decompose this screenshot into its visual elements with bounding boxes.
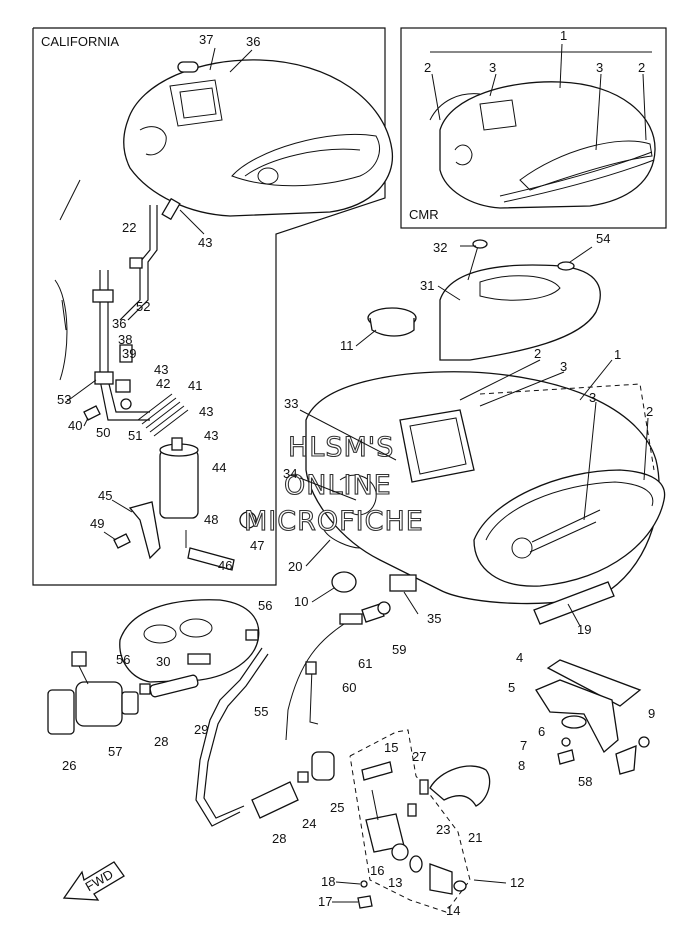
callout-40: 40 xyxy=(68,418,82,433)
callout-3: 3 xyxy=(489,60,496,75)
callout-43: 43 xyxy=(204,428,218,443)
callout-16: 16 xyxy=(370,863,384,878)
callout-26: 26 xyxy=(62,758,76,773)
callout-51: 51 xyxy=(128,428,142,443)
callout-56: 56 xyxy=(258,598,272,613)
callout-6: 6 xyxy=(538,724,545,739)
callout-3: 3 xyxy=(596,60,603,75)
cmr-label: CMR xyxy=(409,207,439,222)
callout-47: 47 xyxy=(250,538,264,553)
callout-13: 13 xyxy=(388,875,402,890)
lower-right-parts xyxy=(285,601,650,913)
callout-50: 50 xyxy=(96,425,110,440)
callout-56: 56 xyxy=(116,652,130,667)
callout-1: 1 xyxy=(614,347,621,362)
california-hoses xyxy=(54,179,257,571)
callout-61: 61 xyxy=(358,656,372,671)
callout-38: 38 xyxy=(118,332,132,347)
callout-4: 4 xyxy=(516,650,523,665)
california-box: CALIFORNIA xyxy=(32,27,386,586)
callout-2: 2 xyxy=(424,60,431,75)
callout-2: 2 xyxy=(534,346,541,361)
watermark-line2: ONLINE xyxy=(284,470,392,501)
callout-60: 60 xyxy=(342,680,356,695)
callout-52: 52 xyxy=(136,299,150,314)
callout-53: 53 xyxy=(57,392,71,407)
callout-15: 15 xyxy=(384,740,398,755)
callout-3: 3 xyxy=(560,359,567,374)
callout-9: 9 xyxy=(648,706,655,721)
callout-30: 30 xyxy=(156,654,170,669)
callout-28: 28 xyxy=(154,734,168,749)
callout-1: 1 xyxy=(560,28,567,43)
callout-41: 41 xyxy=(188,378,202,393)
callout-46: 46 xyxy=(218,558,232,573)
fwd-arrow-icon: FWD xyxy=(62,861,125,901)
callout-59: 59 xyxy=(392,642,406,657)
callout-22: 22 xyxy=(122,220,136,235)
callout-2: 2 xyxy=(646,404,653,419)
california-fuel-tank xyxy=(123,59,394,217)
callout-54: 54 xyxy=(596,231,610,246)
callout-45: 45 xyxy=(98,488,112,503)
callout-37: 37 xyxy=(199,32,213,47)
callout-33: 33 xyxy=(284,396,298,411)
callout-23: 23 xyxy=(436,822,450,837)
leader-lines xyxy=(65,47,593,903)
callout-20: 20 xyxy=(288,559,302,574)
callout-21: 21 xyxy=(468,830,482,845)
watermark: HLSM'S ONLINE MICROFICHE xyxy=(243,431,424,537)
callout-3: 3 xyxy=(589,390,596,405)
callout-18: 18 xyxy=(321,874,335,889)
callout-58: 58 xyxy=(578,774,592,789)
watermark-line3: MICROFICHE xyxy=(244,506,424,537)
callout-36: 36 xyxy=(246,34,260,49)
watermark-line1: HLSM'S xyxy=(288,432,394,463)
callout-28: 28 xyxy=(272,831,286,846)
callout-57: 57 xyxy=(108,744,122,759)
callout-7: 7 xyxy=(520,738,527,753)
callout-35: 35 xyxy=(427,611,441,626)
callout-25: 25 xyxy=(330,800,344,815)
california-label: CALIFORNIA xyxy=(41,34,119,49)
callout-43: 43 xyxy=(199,404,213,419)
callout-43: 43 xyxy=(154,362,168,377)
callout-43: 43 xyxy=(198,235,212,250)
callout-42: 42 xyxy=(156,376,170,391)
callout-55: 55 xyxy=(254,704,268,719)
main-fuel-tank xyxy=(305,239,666,625)
callout-27: 27 xyxy=(412,749,426,764)
callout-39: 39 xyxy=(122,346,136,361)
callout-12: 12 xyxy=(510,875,524,890)
lower-left-parts xyxy=(47,599,309,827)
callout-48: 48 xyxy=(204,512,218,527)
callout-31: 31 xyxy=(420,278,434,293)
callout-numbers: 1 2 3 3 2 37 36 43 22 52 36 38 39 43 53 … xyxy=(57,28,655,918)
cmr-box: CMR xyxy=(400,27,667,229)
callout-14: 14 xyxy=(446,903,460,918)
callout-8: 8 xyxy=(518,758,525,773)
callout-10: 10 xyxy=(294,594,308,609)
callout-44: 44 xyxy=(212,460,226,475)
callout-24: 24 xyxy=(302,816,316,831)
callout-5: 5 xyxy=(508,680,515,695)
callout-36: 36 xyxy=(112,316,126,331)
callout-32: 32 xyxy=(433,240,447,255)
callout-17: 17 xyxy=(318,894,332,909)
callout-29: 29 xyxy=(194,722,208,737)
callout-49: 49 xyxy=(90,516,104,531)
callout-11: 11 xyxy=(340,338,354,353)
callout-34: 34 xyxy=(283,466,297,481)
callout-19: 19 xyxy=(577,622,591,637)
callout-2: 2 xyxy=(638,60,645,75)
